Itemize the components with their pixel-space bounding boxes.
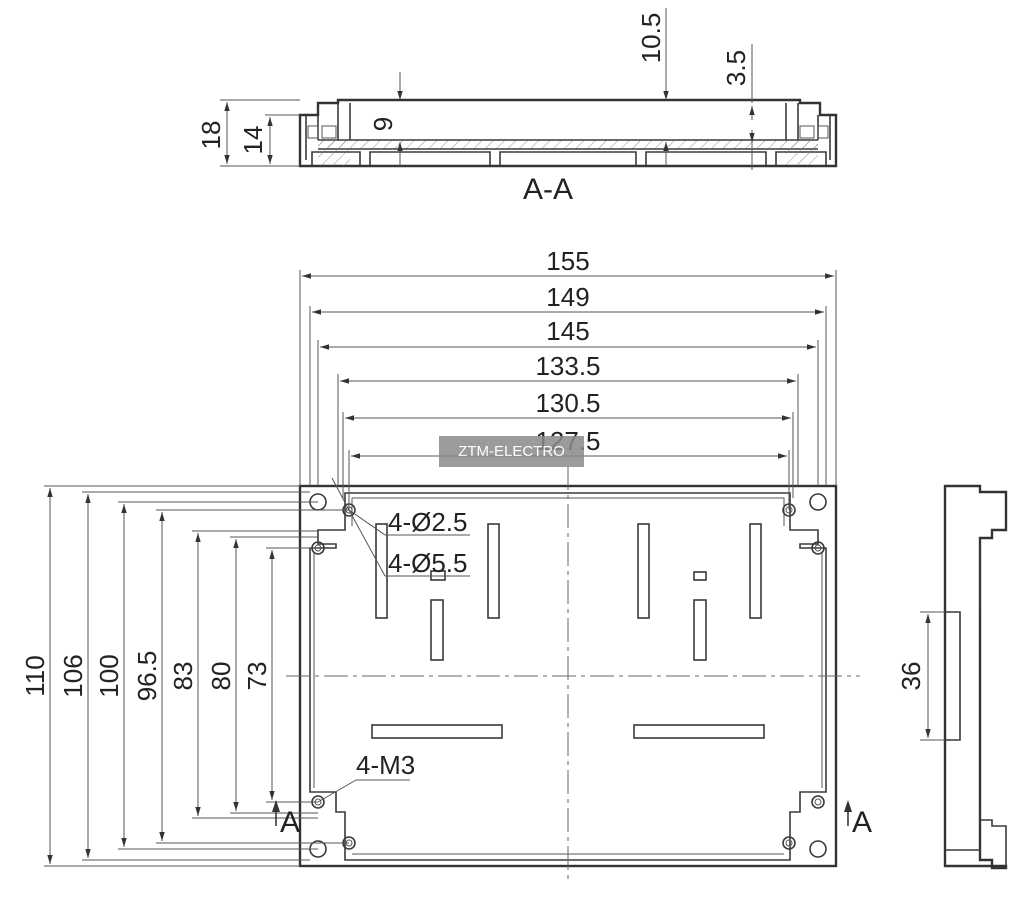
dim-96-5: 96.5 <box>132 651 162 702</box>
dim-145: 145 <box>546 316 589 346</box>
dim-155: 155 <box>546 246 589 276</box>
dim-110: 110 <box>20 655 50 696</box>
height-dimensions: 110 106 100 96.5 83 80 73 <box>20 485 349 867</box>
section-view: 18 14 9 10.5 3.5 A-A <box>196 8 838 206</box>
dim-133-5: 133.5 <box>535 351 600 381</box>
dim-14: 14 <box>238 126 268 155</box>
dim-83: 83 <box>168 662 198 691</box>
hatched-floor <box>318 140 818 149</box>
dim-130-5: 130.5 <box>535 388 600 418</box>
dim-80: 80 <box>206 662 236 691</box>
callout-large-holes: 4-Ø5.5 <box>388 548 468 578</box>
dim-73: 73 <box>242 662 272 691</box>
dim-10-5: 10.5 <box>636 13 666 64</box>
dim-9: 9 <box>368 117 398 131</box>
dim-36: 36 <box>896 662 926 691</box>
section-mark-right: A <box>852 806 872 839</box>
side-outline <box>943 484 1008 870</box>
section-label: A-A <box>523 173 573 206</box>
section-mark-left: A <box>280 806 300 839</box>
dim-149: 149 <box>546 282 589 312</box>
side-view: 36 <box>896 484 1008 870</box>
dim-3-5: 3.5 <box>721 50 751 86</box>
dim-106: 106 <box>58 654 88 697</box>
dim-100: 100 <box>94 654 124 697</box>
section-outline <box>298 98 838 168</box>
callout-small-holes: 4-Ø2.5 <box>388 507 468 537</box>
inner-wall <box>309 492 827 861</box>
section-marks: A A <box>272 800 872 839</box>
hole-callouts: 4-Ø2.5 4-Ø5.5 4-M3 <box>317 477 470 803</box>
callout-threads: 4-M3 <box>356 750 415 780</box>
dim-18: 18 <box>196 121 226 150</box>
watermark: ZTM-ELECTRO <box>439 436 584 467</box>
top-view: 155 149 145 133.5 130.5 127.5 <box>20 246 872 884</box>
slots <box>371 523 765 739</box>
